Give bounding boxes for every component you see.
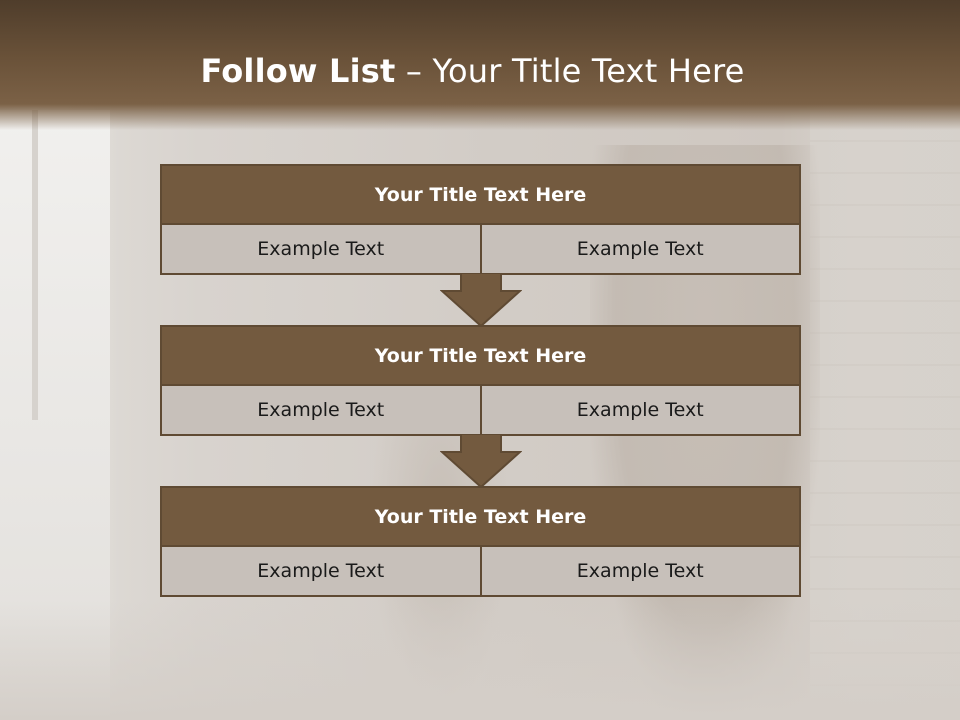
block-row: Example Text Example Text [162,225,799,273]
slide-title-rest: – Your Title Text Here [395,52,745,90]
block-title: Your Title Text Here [162,488,799,547]
header-band [0,0,960,130]
down-arrow-icon [440,273,522,327]
block-cell-left: Example Text [257,399,385,421]
block-row: Example Text Example Text [162,547,799,595]
block-cell-left: Example Text [257,560,385,582]
block-cell-right: Example Text [479,386,800,434]
list-block: Your Title Text Here Example Text Exampl… [160,325,801,436]
block-title: Your Title Text Here [162,327,799,386]
list-block: Your Title Text Here Example Text Exampl… [160,164,801,275]
background-window-frame [32,110,38,420]
background-floor [0,600,960,720]
slide-title: Follow List – Your Title Text Here [0,52,945,90]
block-cell-right: Example Text [479,547,800,595]
block-cell-left: Example Text [257,238,385,260]
block-title: Your Title Text Here [162,166,799,225]
down-arrow-icon [440,434,522,488]
slide-title-bold: Follow List [200,52,396,90]
block-cell-right: Example Text [479,225,800,273]
list-block: Your Title Text Here Example Text Exampl… [160,486,801,597]
block-row: Example Text Example Text [162,386,799,434]
